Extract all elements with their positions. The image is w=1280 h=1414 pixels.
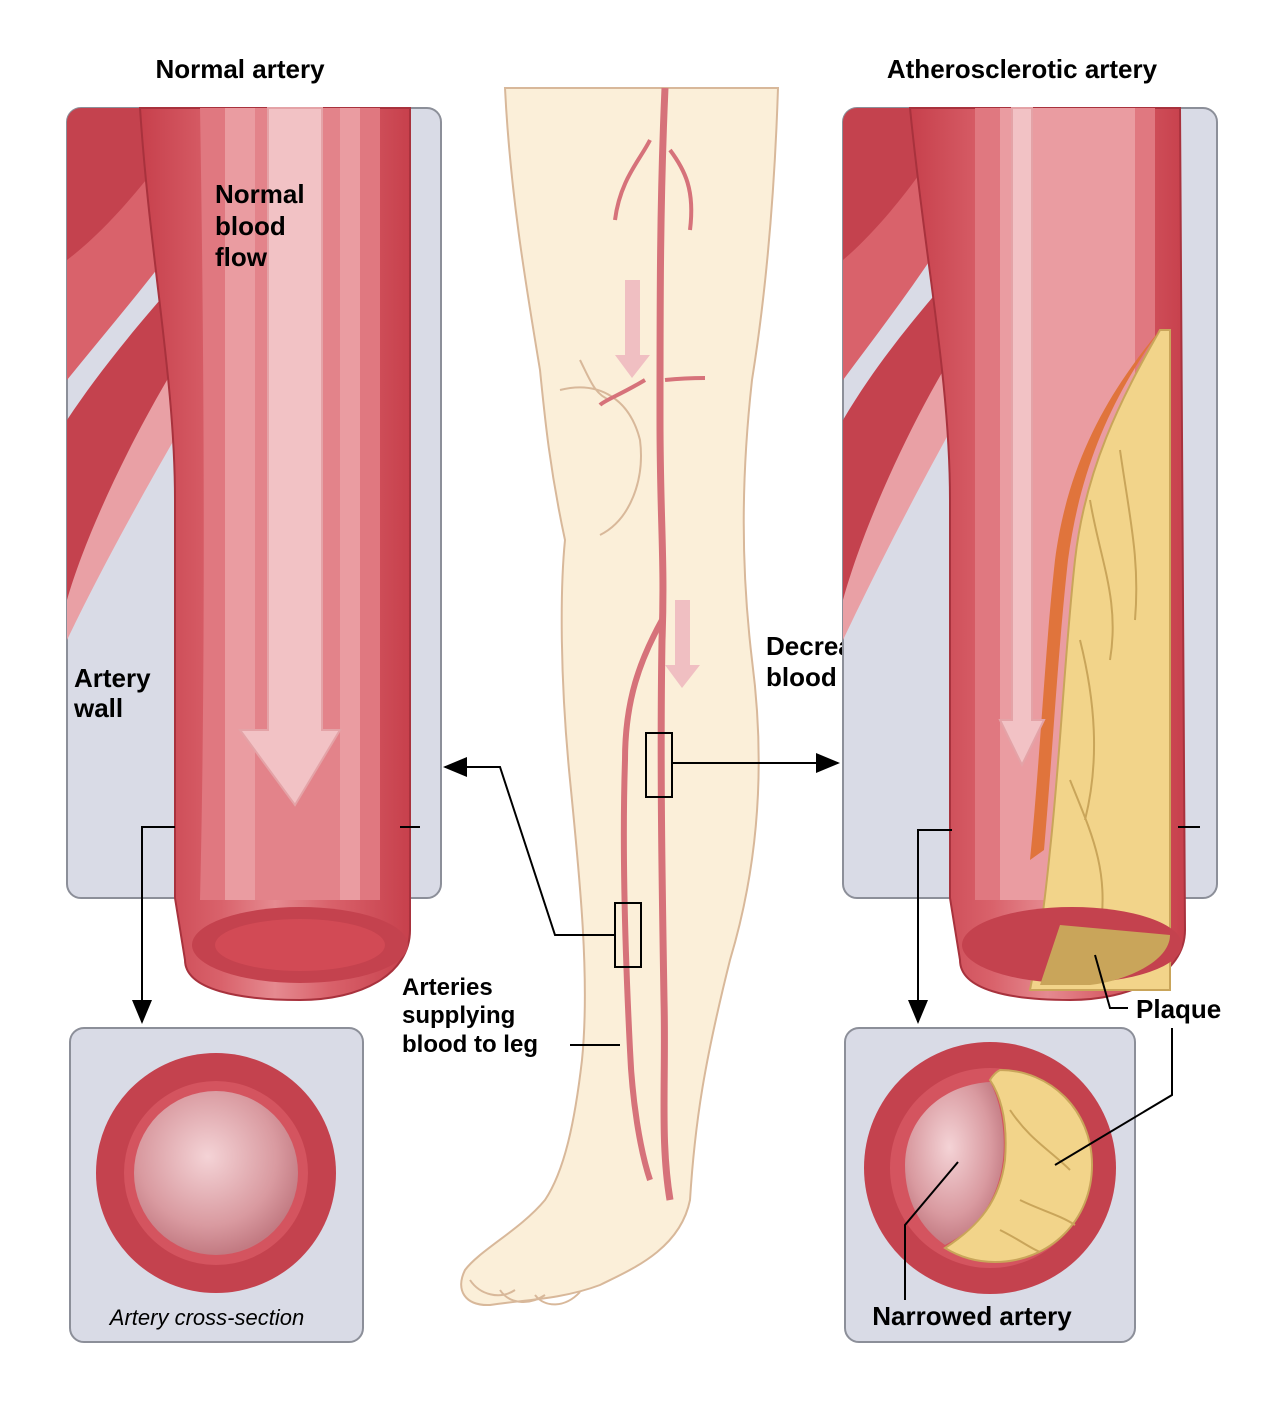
leg-artery-branch: [620, 618, 665, 1181]
leg-artery-main: [656, 87, 674, 1201]
normal-blood-flow-label-3: flow: [215, 242, 268, 272]
leg-highlight-box-upper: [645, 732, 673, 798]
normal-lumen: [134, 1091, 298, 1255]
atherosclerotic-cross-section-panel: Narrowed artery: [844, 1027, 1136, 1343]
decreased-flow-arrow: [998, 107, 1046, 768]
normal-flow-arrow: [238, 107, 342, 807]
atherosclerotic-artery-panel: [842, 107, 1218, 1002]
normal-cross-section-panel: Artery cross-section: [69, 1027, 364, 1343]
arteries-supplying-label-2: supplying: [402, 1002, 515, 1029]
normal-blood-flow-label-2: blood: [215, 211, 286, 241]
normal-artery-title: Normal artery: [155, 54, 325, 84]
plaque-label: Plaque: [1136, 994, 1221, 1024]
leg-illustration: [460, 87, 780, 1307]
normal-artery-panel: [66, 107, 442, 1002]
arteries-supplying-label-1: Arteries: [402, 974, 493, 1001]
atherosclerotic-artery-title: Atherosclerotic artery: [887, 54, 1158, 84]
normal-blood-flow-label-1: Normal: [215, 179, 305, 209]
cross-section-label: Artery cross-section: [108, 1305, 304, 1330]
narrowed-lumen: [905, 1082, 1004, 1245]
connector-to-normal: [443, 757, 615, 936]
artery-wall-label-1: Artery: [74, 663, 151, 693]
arrow-to-athero-cross-section: [908, 829, 952, 1024]
narrowed-artery-label: Narrowed artery: [872, 1301, 1072, 1331]
artery-wall-label-2: wall: [73, 693, 123, 723]
arrow-to-normal-cross-section: [132, 826, 175, 1024]
arteries-supplying-label-3: blood to leg: [402, 1031, 538, 1058]
